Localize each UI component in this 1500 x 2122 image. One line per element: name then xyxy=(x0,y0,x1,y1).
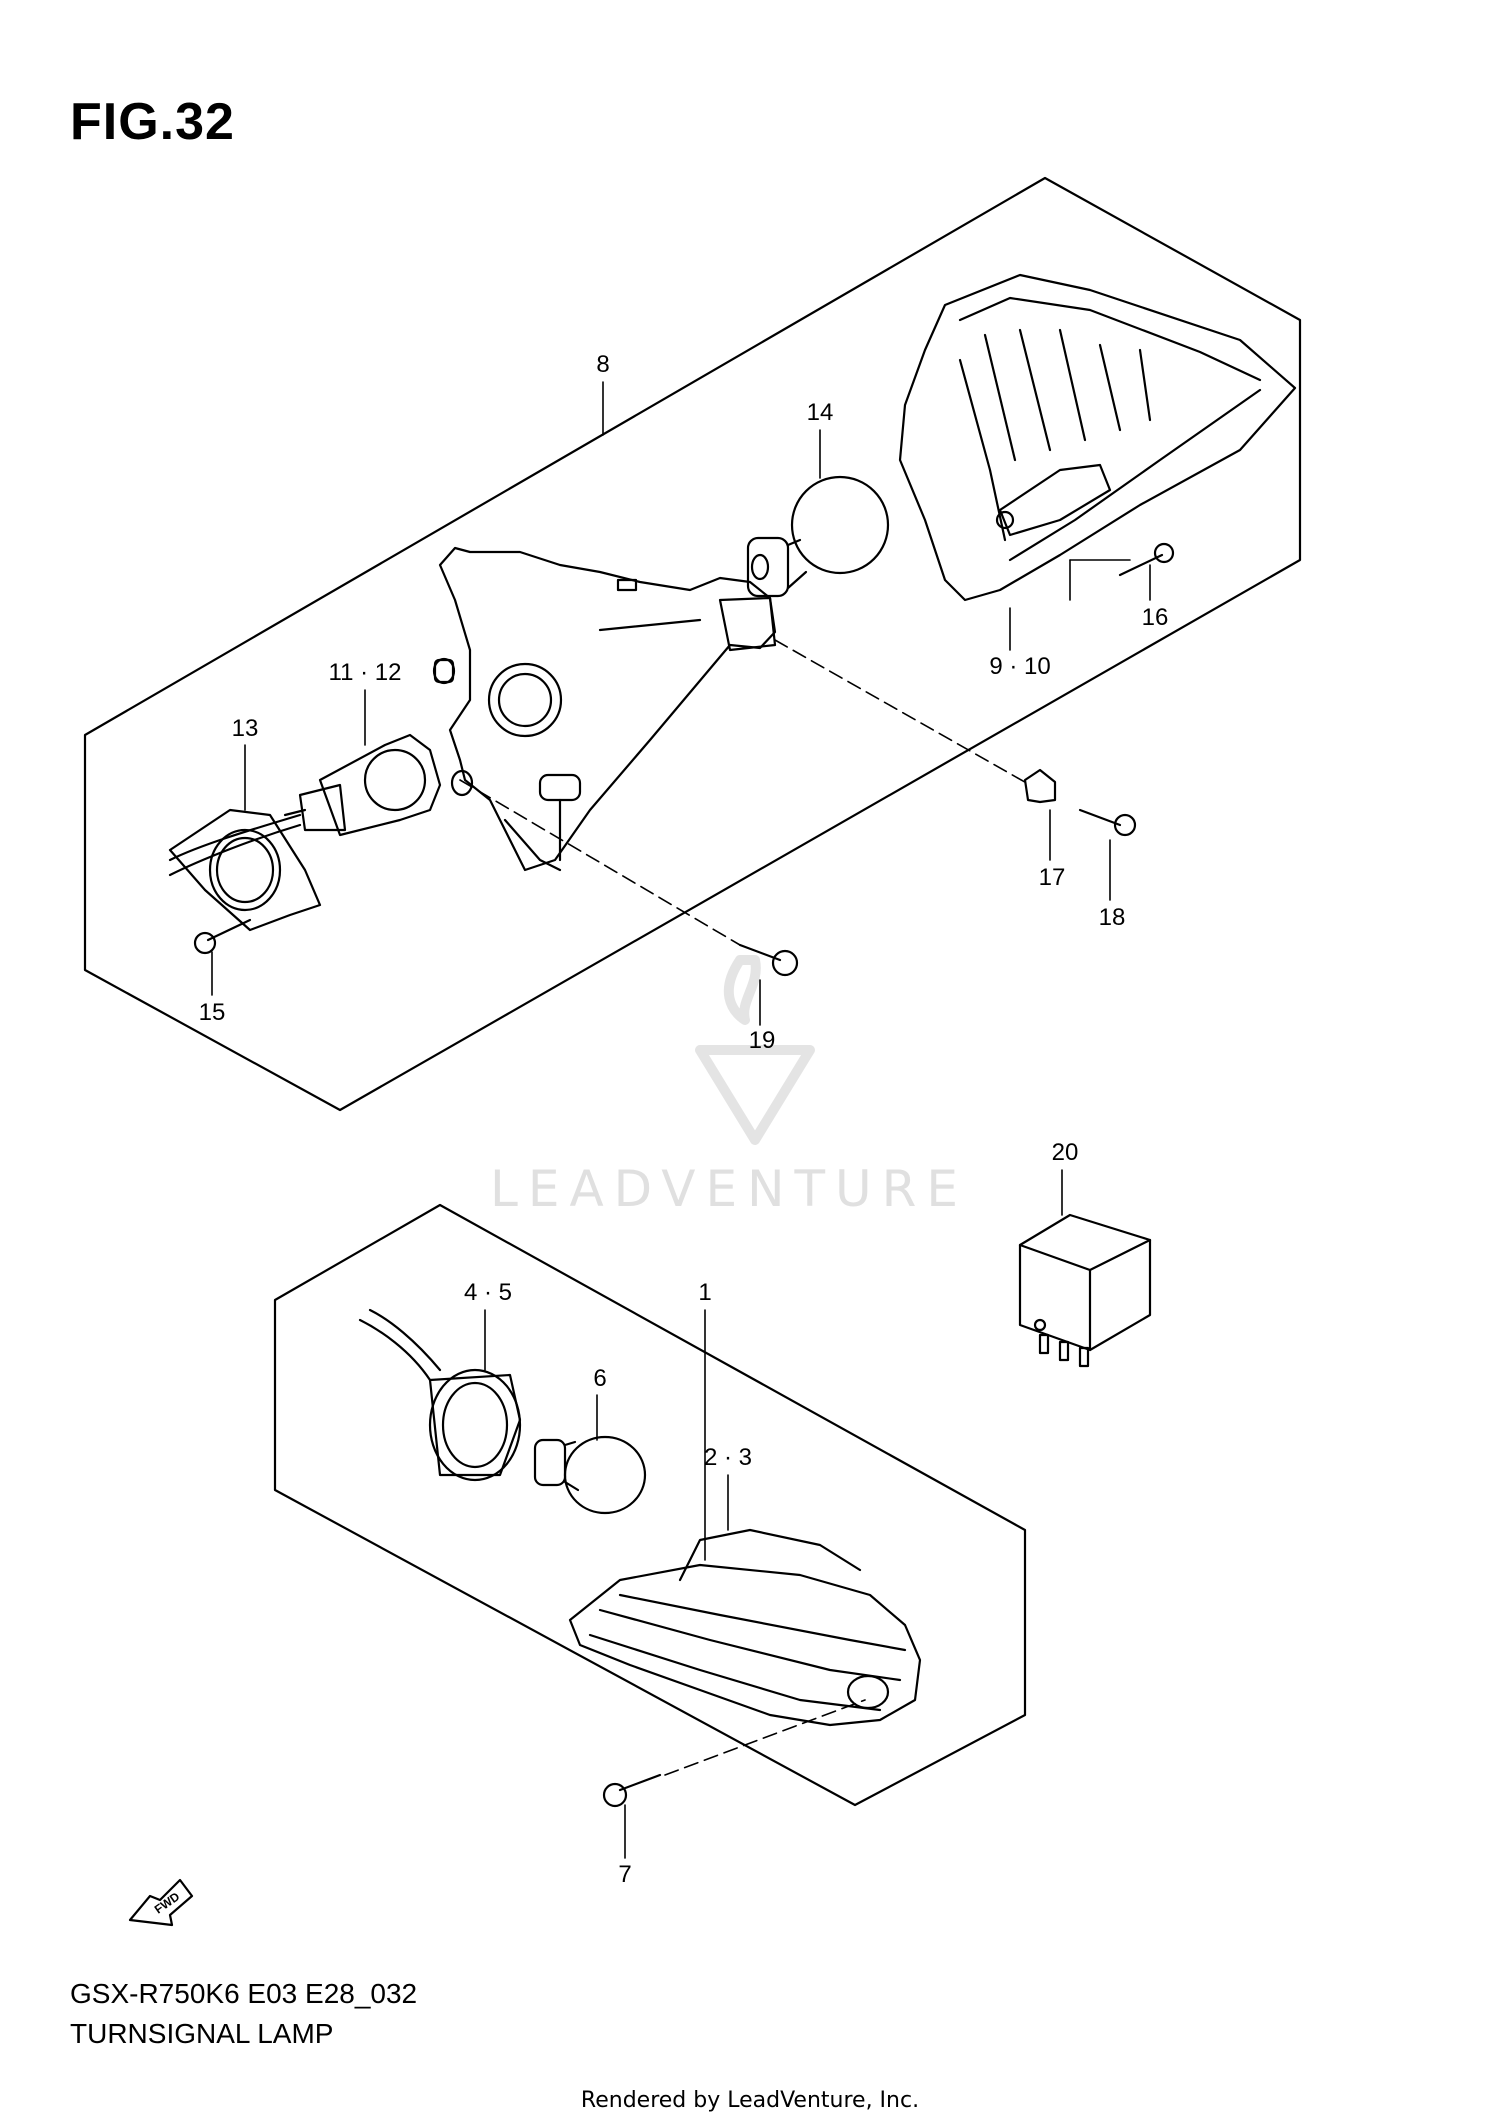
callout-8: 8 xyxy=(596,351,609,378)
callout-15: 15 xyxy=(199,999,226,1026)
lens-9-10 xyxy=(898,273,1297,602)
callout-19: 19 xyxy=(749,1027,776,1054)
callout-16: 16 xyxy=(1142,604,1169,631)
figure-title: FIG.32 xyxy=(70,93,235,151)
callout-13: 13 xyxy=(232,715,259,742)
callout-11-12: 11 · 12 xyxy=(329,659,402,686)
callout-7: 7 xyxy=(618,1861,631,1888)
callout-4-5: 4 · 5 xyxy=(464,1279,512,1306)
screw-19 xyxy=(738,943,799,977)
screw-7 xyxy=(602,1773,662,1808)
housing-8 xyxy=(432,546,777,872)
lens-2-3 xyxy=(568,1528,922,1727)
part-name: TURNSIGNAL LAMP xyxy=(70,2018,334,2049)
callout-20: 20 xyxy=(1052,1139,1079,1166)
grommet-13 xyxy=(168,808,322,932)
fwd-arrow xyxy=(128,1878,194,1927)
footer-credit: Rendered by LeadVenture, Inc. xyxy=(580,2088,920,2113)
screw-18 xyxy=(1078,808,1137,837)
model-code: GSX-R750K6 E03 E28_032 xyxy=(70,1978,418,2009)
watermark-logo xyxy=(695,955,815,1145)
relay-20 xyxy=(1018,1213,1152,1368)
callout-9-10: 9 · 10 xyxy=(989,653,1050,680)
callout-18: 18 xyxy=(1099,904,1126,931)
dashed-alignment-lines xyxy=(459,639,1031,1776)
screw-15 xyxy=(193,918,252,955)
lower-assembly-outline xyxy=(273,1203,1027,1807)
screw-16 xyxy=(1118,542,1175,577)
bulb-14 xyxy=(746,475,890,598)
callout-6: 6 xyxy=(593,1365,606,1392)
socket-11-12 xyxy=(283,733,442,837)
socket-4-5 xyxy=(358,1308,522,1482)
watermark-text: LEADVENTURE xyxy=(490,1160,968,1218)
bulb-6 xyxy=(533,1435,647,1515)
callout-17: 17 xyxy=(1039,864,1066,891)
clip-17 xyxy=(1023,768,1057,804)
callout-1: 1 xyxy=(698,1279,711,1306)
callout-14: 14 xyxy=(807,399,834,426)
upper-assembly-outline xyxy=(83,176,1302,1112)
callout-2-3: 2 · 3 xyxy=(704,1444,752,1471)
leader-lines xyxy=(211,381,1151,1859)
